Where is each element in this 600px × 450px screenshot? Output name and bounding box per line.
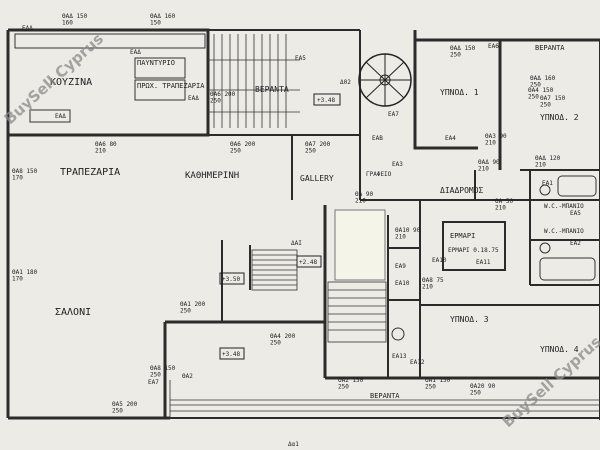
room-pantry: ΠΑΥΝΤΥΡΙΟ xyxy=(137,59,175,67)
room-dining: ΤΡΑΠΕΖΑΡΙΑ xyxy=(60,167,120,178)
element-code: ΕΑΒ xyxy=(372,135,383,142)
element-code: ΕΑΔ xyxy=(130,49,141,56)
element-code: ΘΑ2 xyxy=(182,373,193,380)
room-wc-bath-1: W.C.-ΜΠΑΝΙΟ xyxy=(544,203,584,210)
room-bedroom-2: ΥΠΝΟΔ. 2 xyxy=(540,113,579,122)
interior-walls xyxy=(8,30,600,418)
veranda-pergola xyxy=(208,34,300,128)
element-code: ΕΑ7 xyxy=(388,111,399,118)
room-wardrobe: ΕΡΜΑΡΙ xyxy=(450,232,475,240)
room-living: ΣΑΛΟΝΙ xyxy=(55,307,91,318)
room-gallery: GALLERY xyxy=(300,174,334,183)
element-code: ΕΑ5 xyxy=(295,55,306,62)
room-veranda-bottom: ΒΕΡΑΝΤΑ xyxy=(370,392,400,400)
element-code: ΕΑΔ xyxy=(22,25,33,32)
element-code: ΕΑΔ xyxy=(188,95,199,102)
room-office: ΓΡΑΦΕΙΟ xyxy=(366,171,392,178)
bottom-mark: Δα1 xyxy=(288,441,299,448)
element-code: ΕΑ2 xyxy=(570,240,581,247)
stair-entry-mark: ΔΑΙ xyxy=(291,240,302,247)
element-code: ΕΑ10 xyxy=(432,257,447,264)
bedroom1-wall xyxy=(413,30,478,150)
element-code: Δ02 xyxy=(340,79,351,86)
room-bedroom-3: ΥΠΝΟΔ. 3 xyxy=(450,315,489,324)
level-markers: +3.48 +2.48 +3.50 +3.48 xyxy=(219,93,341,360)
main-staircase xyxy=(251,249,387,343)
room-veranda-top: ΒΕΡΑΝΤΑ xyxy=(255,85,289,94)
element-code: ΕΑ3 xyxy=(392,161,403,168)
level-marker: +3.48 xyxy=(317,97,335,104)
veranda-bottom-rails xyxy=(169,380,600,418)
element-code: ΕΑ13 xyxy=(392,353,407,360)
room-bedroom-4: ΥΠΝΟΔ. 4 xyxy=(540,345,579,354)
element-code: ΕΑ9 xyxy=(395,263,406,270)
room-family: ΚΑΘΗΜΕΡΙΝΗ xyxy=(185,171,239,181)
element-code: ΕΑ6 xyxy=(488,43,499,50)
bath-fixtures xyxy=(391,175,597,341)
room-labels: ΚΟΥΖΙΝΑ ΠΑΥΝΤΥΡΙΟ ΠΡΩΧ. ΤΡΑΠΕΖΑΡΙΑ ΒΕΡΑΝ… xyxy=(50,44,584,400)
element-code: ΕΑ10 xyxy=(395,280,410,287)
element-code: ΕΑ7 xyxy=(148,379,159,386)
element-code: ΕΑ1 xyxy=(542,180,553,187)
element-code: ΕΑ11 xyxy=(476,259,491,266)
element-code: ΕΑ12 xyxy=(410,359,425,366)
room-kitchen: ΚΟΥΖΙΝΑ xyxy=(50,77,92,88)
level-marker: +2.48 xyxy=(299,259,317,266)
element-codes: ΕΑΔ ΕΑΔ ΕΑΔ ΕΑΔ ΕΑ4 ΕΑ7 ΕΑΒ ΕΑ3 ΕΑ5 ΕΑ2 … xyxy=(22,25,581,386)
element-code: ΕΑ4 xyxy=(445,135,456,142)
level-marker: +3.50 xyxy=(222,276,240,283)
kitchen-counters xyxy=(14,33,386,281)
room-bedroom-1: ΥΠΝΟΔ. 1 xyxy=(440,88,479,97)
room-wc-bath-2: W.C.-ΜΠΑΝΙΟ xyxy=(544,228,584,235)
opening-label: ΕΡΜΑΡΙ 0.18.75 xyxy=(448,247,499,254)
element-code: ΕΑ5 xyxy=(570,210,581,217)
spiral-staircase xyxy=(358,53,412,107)
room-breakfast: ΠΡΩΧ. ΤΡΑΠΕΖΑΡΙΑ xyxy=(137,82,205,90)
level-marker: +3.48 xyxy=(222,351,240,358)
element-code: ΕΑΔ xyxy=(55,113,66,120)
room-corridor: ΔΙΑΔΡΟΜΟΣ xyxy=(440,186,484,195)
room-veranda-top-right: ΒΕΡΑΝΤΑ xyxy=(535,44,565,52)
wardrobe-block xyxy=(442,221,506,271)
